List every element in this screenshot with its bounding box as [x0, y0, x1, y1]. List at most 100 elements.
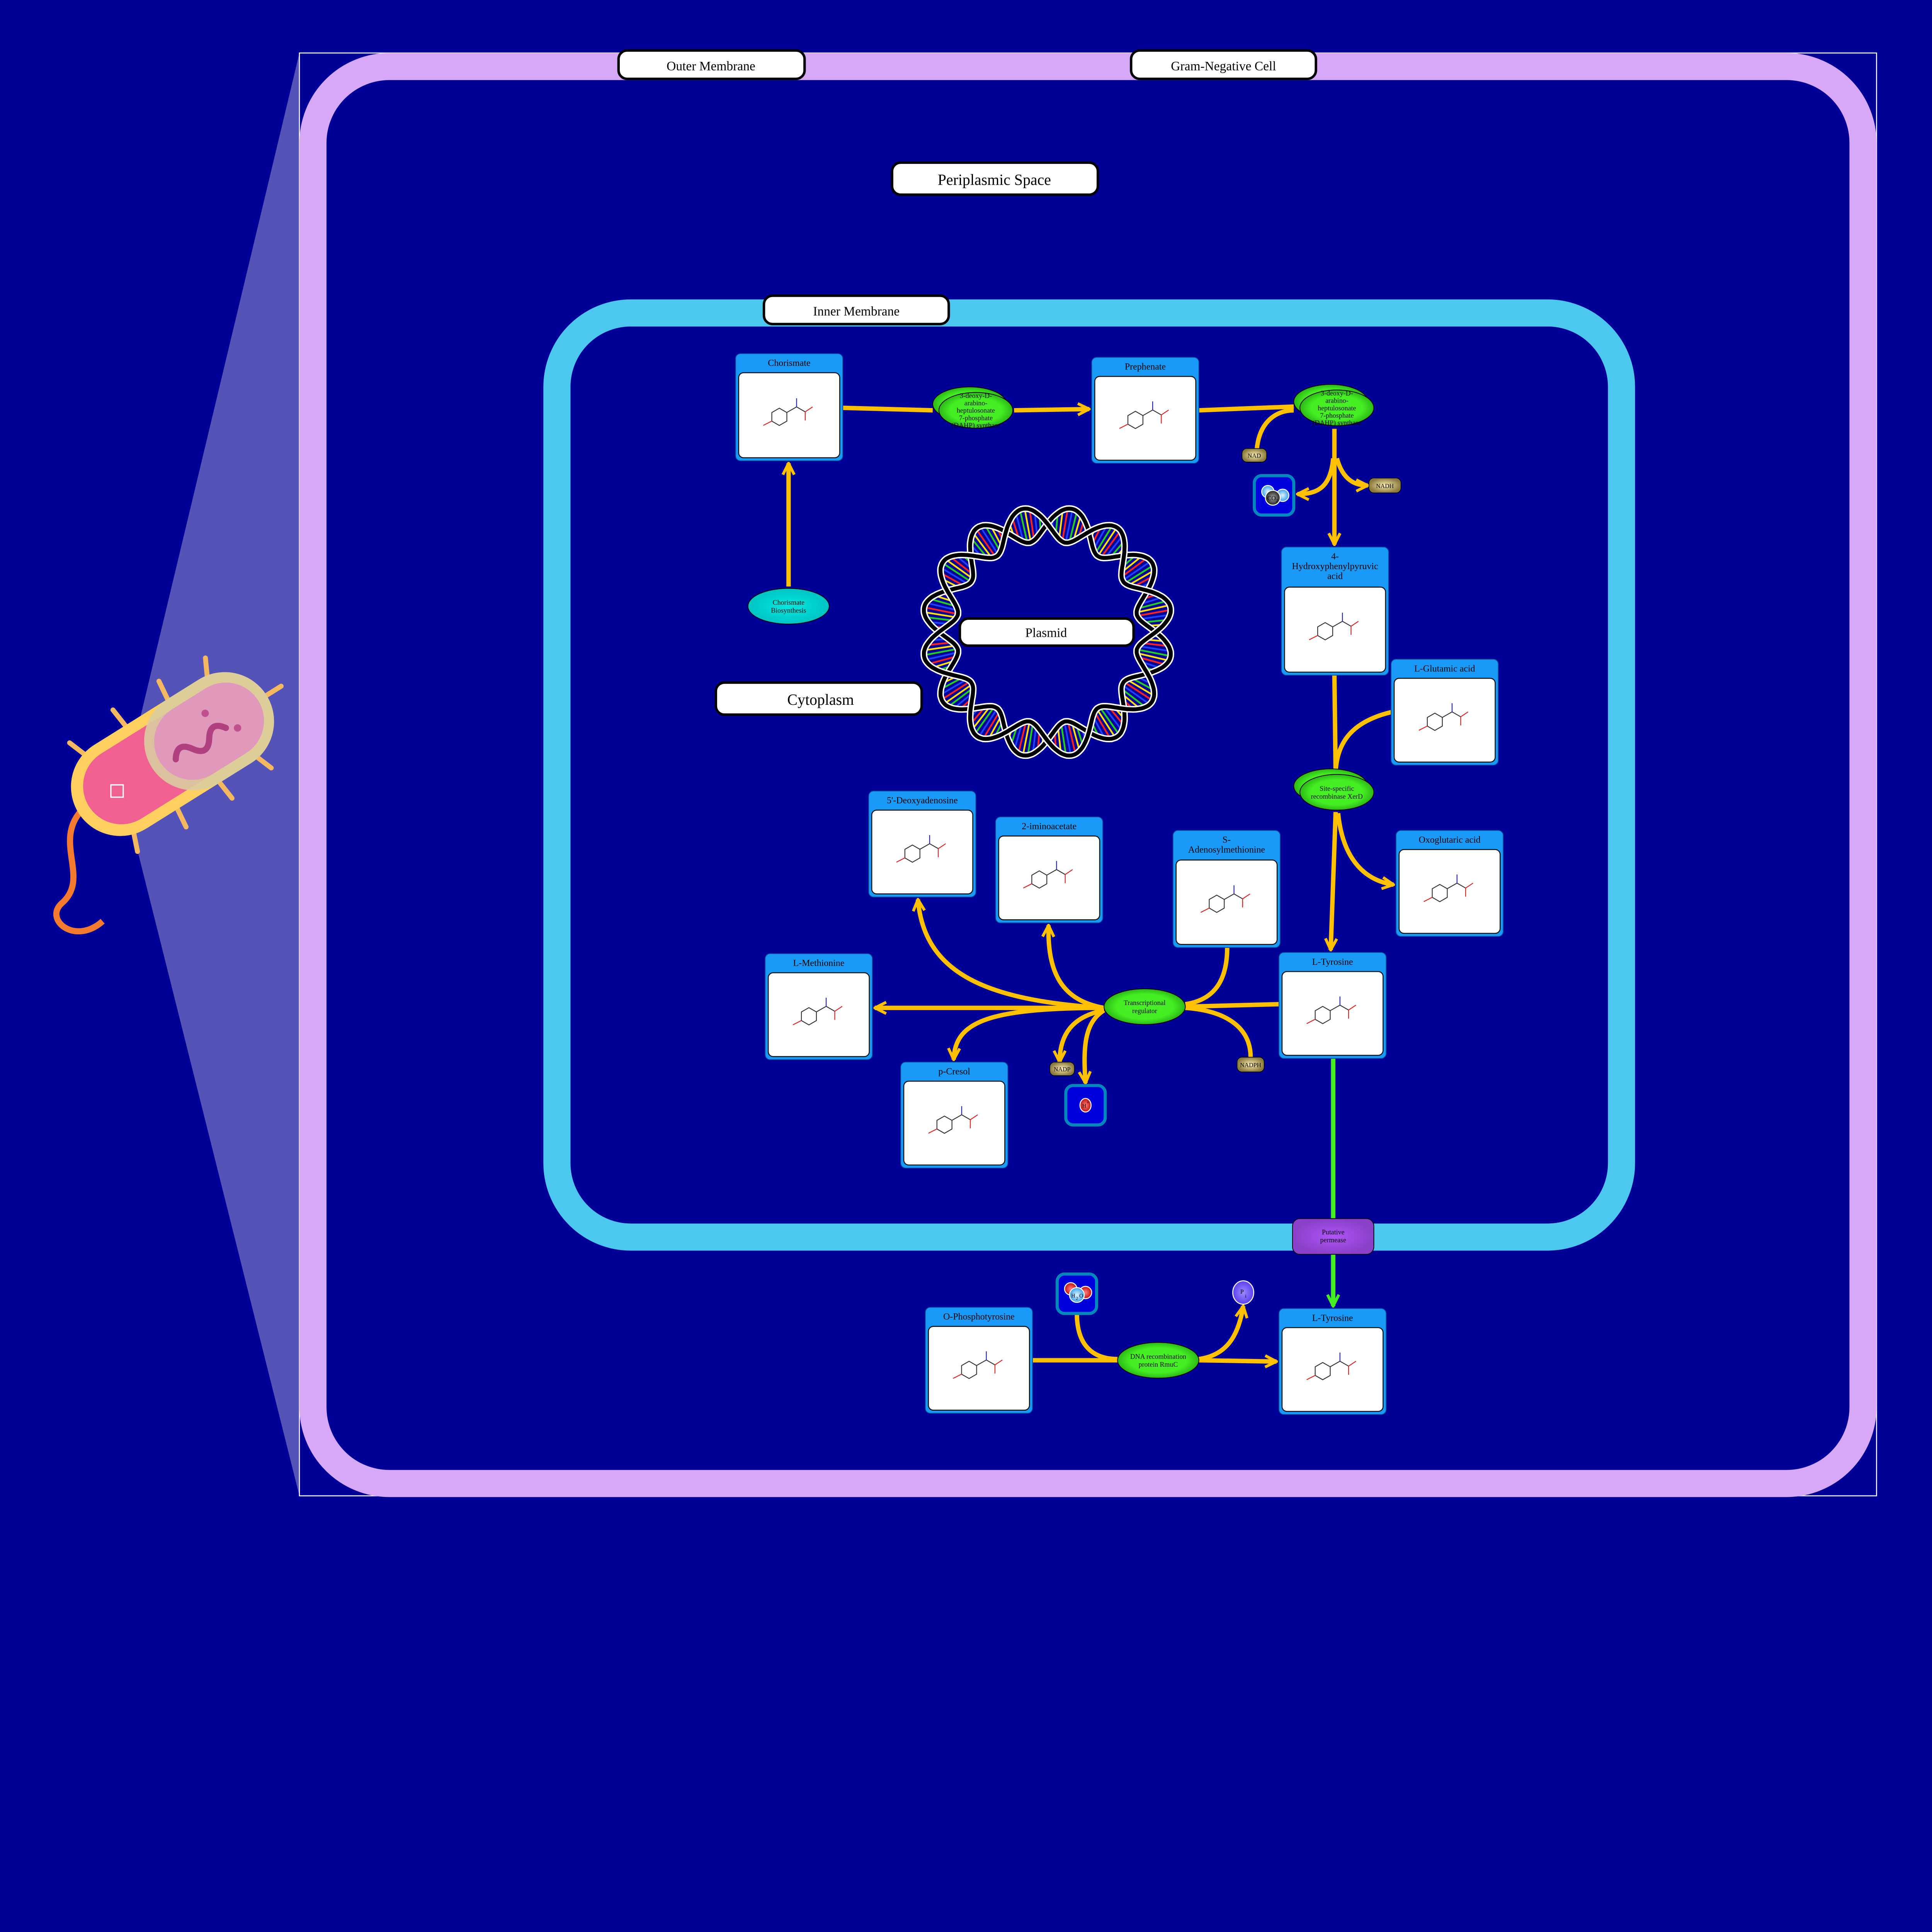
inner-membrane-label: Inner Membrane: [762, 294, 950, 325]
edge-hpp-xerd: [1332, 675, 1338, 773]
chemical-structure-icon: [1306, 996, 1356, 1024]
chemical-structure-icon: [1023, 861, 1073, 889]
outer-membrane-label: Outer Membrane: [617, 49, 806, 80]
cofactor-nadph[interactable]: NADPH: [1236, 1057, 1265, 1073]
chemical-structure-icon: [763, 398, 813, 426]
svg-text:Inner Membrane: Inner Membrane: [813, 304, 900, 318]
enzyme-label: Putative: [1322, 1228, 1345, 1236]
edge-water-rmuc: [1075, 1313, 1118, 1361]
chemical-structure-icon: [1200, 885, 1250, 913]
edge-prephenate-dahp2: [1199, 404, 1294, 413]
edge-regulator-deoxyadenosine: [918, 900, 1104, 1010]
edge-rmuc-tyrosine: [1199, 1360, 1277, 1361]
svg-text:NADH: NADH: [1376, 483, 1394, 490]
svg-text:NAD: NAD: [1248, 453, 1261, 459]
metabolite-l-tyrosine-periplasm[interactable]: L-Tyrosine: [1278, 1308, 1387, 1415]
metabolite-label: Oxoglutaric acid: [1419, 835, 1481, 845]
enzyme-label: heptulosonate: [957, 406, 995, 414]
plasmid-dna: [920, 505, 1174, 759]
edge-regulator-proton: [1085, 1008, 1105, 1083]
metabolite-label: L-Tyrosine: [1312, 957, 1353, 967]
cofactor-nadh[interactable]: NADH: [1368, 478, 1401, 493]
metabolite-p-cresol[interactable]: p-Cresol: [900, 1061, 1009, 1168]
enzyme-label: Site-specific: [1320, 784, 1354, 792]
metabolite-oxoglutaric-acid[interactable]: Oxoglutaric acid: [1395, 830, 1504, 937]
svg-text:H: H: [1071, 1293, 1075, 1299]
metabolite-label: Chorismate: [768, 358, 810, 368]
phosphate-icon: [1232, 1280, 1254, 1305]
cofactor-nad[interactable]: NAD: [1242, 448, 1267, 463]
small-molecule-proton[interactable]: H +: [1064, 1084, 1107, 1127]
water-icon: [1069, 1287, 1085, 1303]
chemical-structure-icon: [1119, 401, 1169, 429]
bacterium-icon: [53, 655, 284, 935]
edge-dahp1-prephenate: [1014, 409, 1089, 410]
metabolite-glutamic-acid[interactable]: L-Glutamic acid: [1391, 659, 1499, 766]
metabolite-label: O-Phosphotyrosine: [943, 1312, 1015, 1322]
edge-regulator-iminoacetate: [1048, 925, 1105, 1010]
enzyme-dahp-synthase-1[interactable]: 3-deoxy-D-arabino-heptulosonate7-phospha…: [932, 386, 1014, 430]
enzyme-label: DNA recombination: [1130, 1352, 1186, 1360]
metabolite-o-phosphotyrosine[interactable]: O-Phosphotyrosine: [925, 1307, 1033, 1414]
enzyme-label: regulator: [1132, 1007, 1157, 1015]
edge-xerd-tyrosine: [1331, 812, 1336, 950]
enzyme-label: protein RmuC: [1139, 1361, 1178, 1368]
metabolite-label: Adenosylmethionine: [1188, 845, 1265, 855]
enzyme-label: heptulosonate: [1318, 404, 1356, 412]
metabolite-label: S-: [1223, 835, 1231, 845]
svg-text:NADP: NADP: [1054, 1066, 1071, 1073]
chemical-structure-icon: [793, 998, 843, 1026]
enzyme-label: arabino-: [1325, 397, 1349, 405]
edge-dahp2-nadh: [1335, 457, 1368, 485]
edge-sam-regulator: [1185, 947, 1230, 1007]
small-molecule-water[interactable]: H 2 O: [1055, 1272, 1098, 1315]
enzyme-label: 7-phosphate: [1320, 412, 1354, 419]
metabolite-label: acid: [1327, 571, 1343, 582]
enzyme-dahp-synthase-2[interactable]: 3-deoxy-D-arabino-heptulosonate7-phospha…: [1293, 384, 1374, 427]
metabolite-prephenate[interactable]: Prephenate: [1091, 357, 1199, 464]
metabolite-iminoacetate[interactable]: 2-iminoacetate: [995, 816, 1103, 923]
metabolite-label: L-Glutamic acid: [1414, 664, 1475, 674]
metabolite-l-tyrosine[interactable]: L-Tyrosine: [1278, 952, 1387, 1059]
chemical-structure-icon: [1306, 1352, 1356, 1381]
edge-xerd-oxoglutarate: [1336, 813, 1393, 885]
enzyme-label: recombinase XerD: [1311, 793, 1363, 800]
chemical-structure-icon: [1423, 874, 1473, 902]
small-molecule-phosphate[interactable]: P i: [1232, 1280, 1254, 1305]
enzyme-label: 3-deoxy-D-: [960, 392, 992, 400]
edge-rmuc-phosphate: [1198, 1306, 1243, 1361]
metabolite-label: L-Tyrosine: [1312, 1313, 1353, 1323]
edge-chorismate-dahp1: [842, 405, 933, 413]
small-molecule-co2[interactable]: CO 2: [1253, 474, 1296, 517]
metabolite-label: 4-: [1331, 552, 1339, 562]
svg-text:O: O: [1079, 1293, 1083, 1299]
metabolite-s-adenosylmethionine[interactable]: S-Adenosylmethionine: [1172, 830, 1281, 948]
edge-nad-dahp2: [1254, 408, 1294, 450]
chemical-structure-icon: [1309, 612, 1359, 641]
enzyme-label: 3-deoxy-D-: [1321, 389, 1353, 397]
metabolite-l-methionine[interactable]: L-Methionine: [765, 953, 873, 1060]
metabolite-label: Prephenate: [1125, 362, 1166, 372]
metabolite-label: L-Methionine: [793, 958, 845, 968]
metabolite-label: p-Cresol: [939, 1067, 971, 1077]
enzyme-label: (DAHP) synthase: [951, 422, 1000, 430]
periplasm-label: Periplasmic Space: [891, 161, 1099, 196]
plasmid-label: Plasmid: [958, 617, 1135, 647]
pathway-diagram: Outer Membrane Gram-Negative Cell Peripl…: [53, 49, 1877, 1497]
svg-text:P: P: [1240, 1289, 1244, 1295]
svg-text:2: 2: [1276, 498, 1278, 503]
chemical-structure-icon: [1418, 703, 1469, 731]
zoom-region-marker: [110, 784, 124, 798]
svg-text:+: +: [1087, 1100, 1089, 1105]
svg-text:2: 2: [1076, 1296, 1078, 1301]
metabolite-deoxyadenosine[interactable]: 5'-Deoxyadenosine: [868, 791, 976, 898]
enzyme-label: (DAHP) synthase: [1313, 419, 1361, 427]
metabolite-chorismate[interactable]: Chorismate: [735, 353, 844, 461]
cofactor-nadp[interactable]: NADP: [1049, 1061, 1075, 1076]
